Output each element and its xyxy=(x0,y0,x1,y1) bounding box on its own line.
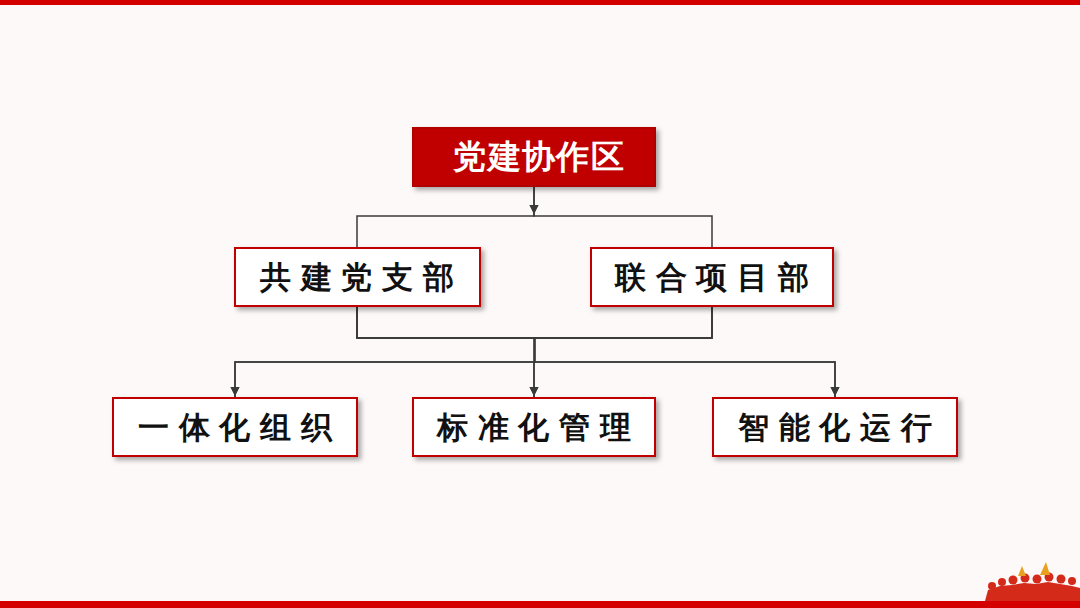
connector xyxy=(231,307,535,397)
process-box: 一体化组织 xyxy=(112,397,358,457)
arrow-head xyxy=(831,387,840,396)
connector xyxy=(231,307,713,397)
connector-line xyxy=(235,307,712,397)
crowd-decoration xyxy=(985,562,1080,601)
arrow-head xyxy=(530,387,539,396)
connector-line xyxy=(357,187,534,247)
connector-line xyxy=(357,307,535,397)
connector-line xyxy=(357,307,835,397)
box-label: 一体化组织 xyxy=(138,410,343,444)
box-label: 联合项目部 xyxy=(615,260,820,294)
connector-line xyxy=(235,307,535,397)
box-label: 共建党支部 xyxy=(260,260,465,294)
box-label: 党建协作区 xyxy=(453,139,625,175)
bottom-bar xyxy=(0,601,1080,608)
arrow-head xyxy=(231,387,240,396)
box-label: 智能化运行 xyxy=(738,410,943,444)
connector xyxy=(357,187,539,247)
process-box: 共建党支部 xyxy=(234,247,481,307)
connector xyxy=(530,187,713,247)
process-box: 标准化管理 xyxy=(412,397,656,457)
connector-line xyxy=(535,307,836,397)
connector xyxy=(535,307,840,397)
process-box: 智能化运行 xyxy=(712,397,958,457)
root-box: 党建协作区 xyxy=(412,127,656,187)
arrow-head xyxy=(831,387,840,396)
arrow-head xyxy=(530,387,539,396)
arrow-head xyxy=(231,387,240,396)
connector-line xyxy=(534,187,712,247)
arrow-head xyxy=(530,205,539,214)
top-bar xyxy=(0,0,1080,5)
arrow-head xyxy=(530,205,539,214)
connector xyxy=(530,307,713,397)
process-box: 联合项目部 xyxy=(590,247,834,307)
connector-line xyxy=(534,307,712,397)
connector xyxy=(357,307,840,397)
connector xyxy=(357,307,539,397)
box-label: 标准化管理 xyxy=(437,410,642,444)
